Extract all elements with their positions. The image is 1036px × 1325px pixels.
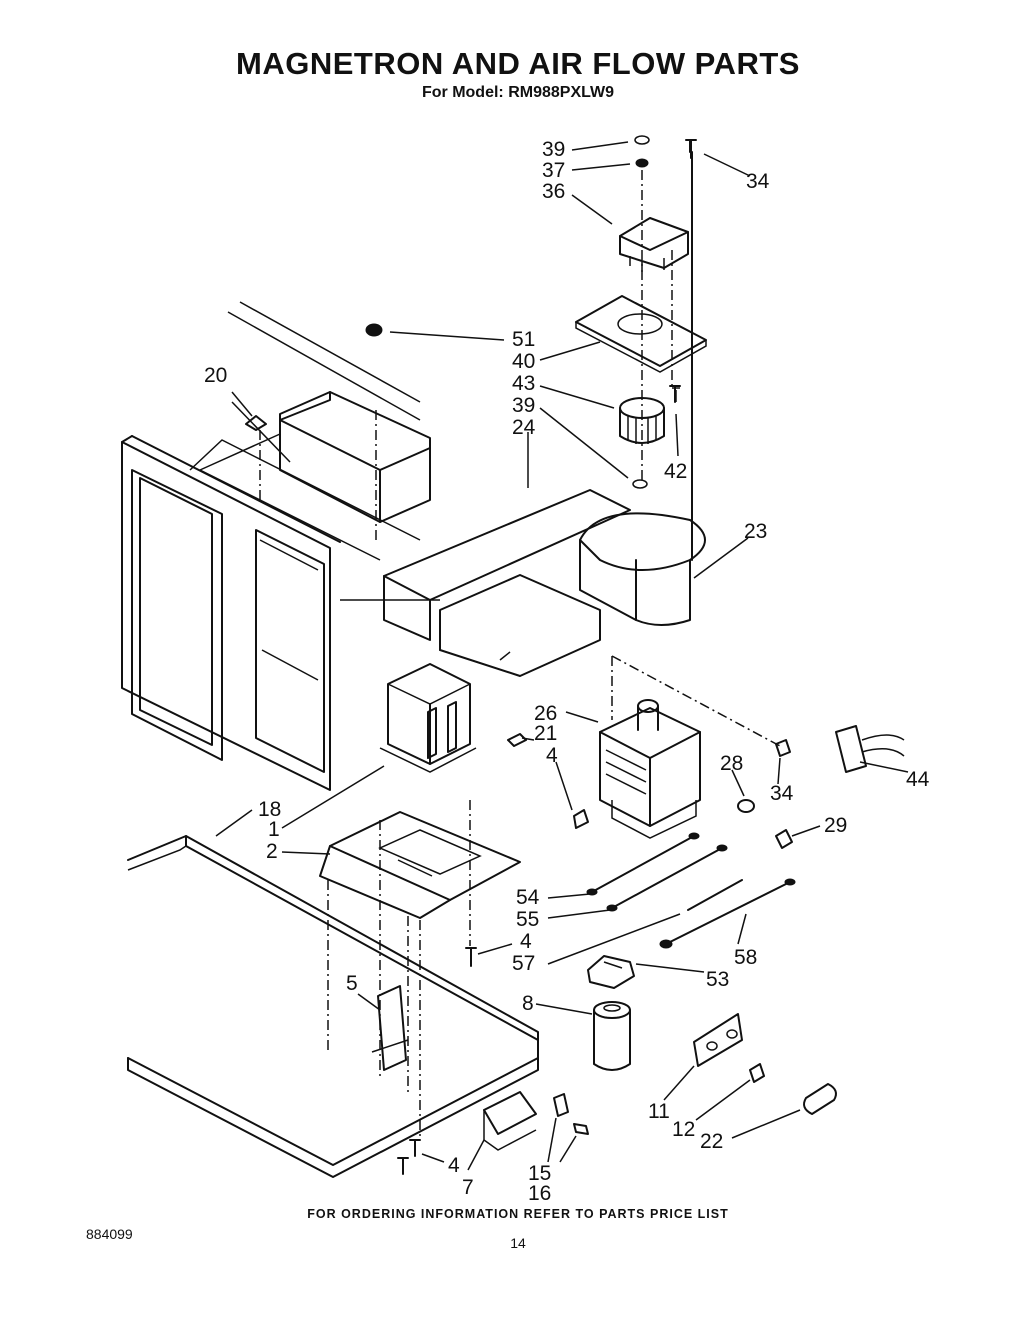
screws [245,139,781,1175]
callout-8: 8 [522,992,534,1015]
callout-39: 39 [512,394,535,417]
fan-motor-assembly [575,135,707,561]
callout-58: 58 [734,946,757,969]
callout-22: 22 [700,1130,723,1153]
callout-53: 53 [706,968,729,991]
ordering-note: FOR ORDERING INFORMATION REFER TO PARTS … [307,1207,729,1221]
fuse-holder [693,1013,837,1115]
magnetron [599,699,701,839]
callout-28: 28 [720,752,743,775]
cabinet-frame [121,301,440,791]
air-duct [383,489,631,677]
callout-7: 7 [462,1176,474,1199]
callout-43: 43 [512,372,535,395]
callout-16: 16 [528,1182,551,1205]
small-components [507,725,905,989]
base-bracket [319,811,521,919]
callout-26: 26 [534,702,557,725]
document-number: 884099 [86,1226,133,1242]
callout-34: 34 [746,170,770,193]
mounting-brackets [371,985,589,1151]
callout-5: 5 [346,972,358,995]
callout-36: 36 [542,180,565,203]
callout-29: 29 [824,814,847,837]
callout-24: 24 [512,416,536,439]
callout-4: 4 [448,1154,460,1177]
callout-51: 51 [512,328,535,351]
callout-4: 4 [546,744,558,767]
callout-57: 57 [512,952,535,975]
base-plate [127,835,539,1178]
page-number: 14 [510,1235,526,1251]
callout-23: 23 [744,520,767,543]
callout-54: 54 [516,886,540,909]
callout-18: 18 [258,798,281,821]
callout-4: 4 [520,930,532,953]
callout-1: 1 [268,818,280,841]
callout-11: 11 [648,1100,670,1123]
callout-2: 2 [266,840,278,863]
upper-housing [199,391,431,561]
callout-39: 39 [542,138,565,161]
callout-40: 40 [512,350,535,373]
callout-20: 20 [204,364,227,387]
wire-harnesses [586,832,796,949]
callout-15: 15 [528,1162,551,1185]
callout-labels: 39 37 36 34 51 40 43 39 24 42 20 23 26 2… [204,138,930,1205]
callout-12: 12 [672,1118,695,1141]
page-title: MAGNETRON AND AIR FLOW PARTS [236,46,800,81]
callout-37: 37 [542,159,565,182]
leader-lines [215,141,909,1171]
callout-55: 55 [516,908,539,931]
model-subtitle: For Model: RM988PXLW9 [421,84,615,101]
transformer [379,663,477,773]
callout-44: 44 [906,768,930,791]
callout-42: 42 [664,460,687,483]
capacitor [593,1001,631,1071]
callout-34: 34 [770,782,794,805]
fan-housing [579,512,706,626]
callout-21: 21 [534,722,557,745]
